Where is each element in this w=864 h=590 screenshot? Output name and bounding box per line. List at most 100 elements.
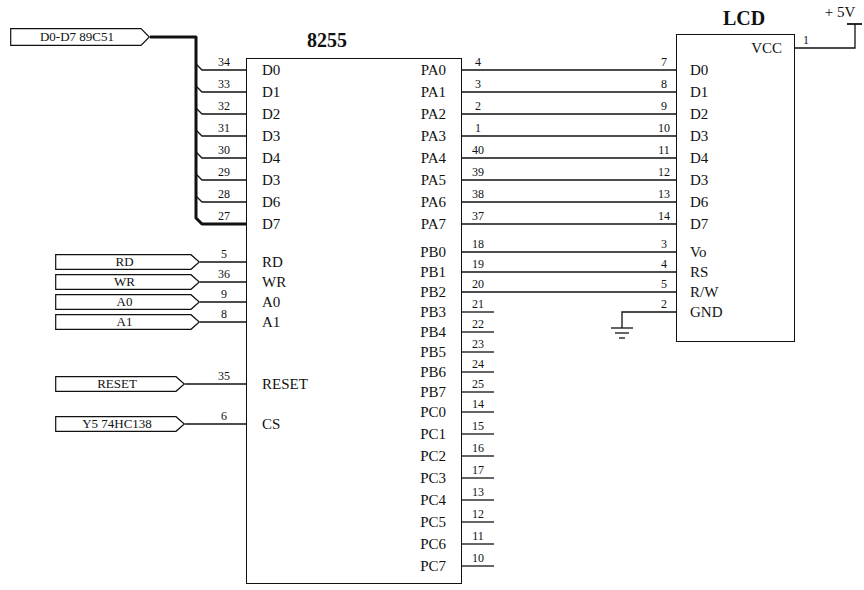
signal-wire <box>185 383 246 384</box>
pin-name: RESET <box>262 377 308 392</box>
pin-name: PA7 <box>421 217 446 232</box>
pin-number: 15 <box>472 420 484 432</box>
pin-name: D3 <box>690 129 708 144</box>
pin-number: 6 <box>221 410 227 422</box>
pin-name: PA6 <box>421 195 446 210</box>
pin-number: 14 <box>658 210 670 222</box>
pin-name: D0 <box>690 63 708 78</box>
pin-number: 4 <box>661 258 667 270</box>
pin-name: D2 <box>690 107 708 122</box>
signal-wire <box>462 179 676 180</box>
pin-number: 2 <box>661 298 667 310</box>
signal-wire <box>462 201 676 202</box>
pin-name: PB2 <box>420 285 446 300</box>
signal-wire <box>462 223 676 224</box>
signal-wire <box>185 423 246 424</box>
pin-number: 12 <box>658 166 670 178</box>
pin-name: D3 <box>262 129 280 144</box>
ground-wire <box>622 312 676 328</box>
pin-name: CS <box>262 417 280 432</box>
pin-number: 19 <box>472 258 484 270</box>
pin-name: D6 <box>262 195 280 210</box>
tag-outline <box>11 29 150 46</box>
pin-number: 5 <box>661 278 667 290</box>
pin-name: R/W <box>690 285 718 300</box>
pin-name: RS <box>690 265 708 280</box>
pin-number: 13 <box>472 486 484 498</box>
pin-number: 28 <box>218 188 230 200</box>
pin-number: 12 <box>472 508 484 520</box>
pin-number: 34 <box>218 56 230 68</box>
pin-number: 3 <box>661 238 667 250</box>
signal-wire <box>462 135 676 136</box>
pin-wire <box>462 311 494 312</box>
pin-name: D7 <box>690 217 708 232</box>
signal-tag: A0 <box>55 294 200 310</box>
pin-number: 37 <box>472 210 484 222</box>
pin-number: 22 <box>472 318 484 330</box>
pin-number: 14 <box>472 398 484 410</box>
pin-name: D4 <box>690 151 708 166</box>
pin-wire <box>196 130 246 136</box>
signal-name: WR <box>114 275 141 289</box>
pin-wire <box>462 543 494 544</box>
pin-wire <box>462 499 494 500</box>
signal-tag: Y5 74HC138 <box>55 416 185 432</box>
tag-outline <box>56 275 200 290</box>
pin-wire <box>196 196 246 202</box>
tag-outline <box>56 295 200 310</box>
signal-name: A1 <box>117 315 139 329</box>
tag-outline <box>55 294 200 310</box>
pin-wire <box>196 174 246 180</box>
pin-name: PB1 <box>420 265 446 280</box>
pin-number: 11 <box>472 530 484 542</box>
pin-number: 9 <box>221 288 227 300</box>
signal-tag: WR <box>55 274 200 290</box>
signal-wire <box>200 321 246 322</box>
pin-name: PA0 <box>421 63 446 78</box>
pin-name: D6 <box>690 195 708 210</box>
signal-name: RESET <box>97 377 143 391</box>
ground-symbol <box>615 332 629 333</box>
pin-name: D2 <box>262 107 280 122</box>
pin-name: RD <box>262 255 283 270</box>
signal-tag: RESET <box>55 376 185 392</box>
pin-wire <box>462 433 494 434</box>
pin-number: 25 <box>472 378 484 390</box>
pin-number: 33 <box>218 78 230 90</box>
pin-number: 8 <box>221 308 227 320</box>
chip-title: LCD <box>723 7 765 29</box>
pin-number: 10 <box>472 552 484 564</box>
pin-name: PC3 <box>420 471 446 486</box>
pin-name: D0 <box>262 63 280 78</box>
pin-number: 11 <box>658 144 670 156</box>
pin-wire <box>462 391 494 392</box>
pin-wire <box>462 477 494 478</box>
pin-wire <box>462 351 494 352</box>
pin-number: 7 <box>661 56 667 68</box>
pin-number: 20 <box>472 278 484 290</box>
pin-name: GND <box>690 305 723 320</box>
signal-name: D0-D7 89C51 <box>40 30 120 44</box>
pin-number: 5 <box>221 248 227 260</box>
tag-outline <box>55 274 200 290</box>
ground-symbol <box>611 327 633 328</box>
signal-name: Y5 74HC138 <box>82 417 158 431</box>
pin-number: 13 <box>658 188 670 200</box>
pin-number: 30 <box>218 144 230 156</box>
pin-name: PA2 <box>421 107 446 122</box>
pin-name: PB6 <box>420 365 446 380</box>
pin-name: PB0 <box>420 245 446 260</box>
pin-wire <box>462 565 494 566</box>
pin-number: 8 <box>661 78 667 90</box>
pin-number: 21 <box>472 298 484 310</box>
pin-name: PB7 <box>420 385 446 400</box>
signal-name: RD <box>115 255 139 269</box>
signal-wire <box>462 113 676 114</box>
pin-name: D3 <box>690 173 708 188</box>
pin-number: 31 <box>218 122 230 134</box>
tag-outline <box>55 314 200 330</box>
pin-number: 3 <box>475 78 481 90</box>
signal-wire <box>462 271 676 272</box>
